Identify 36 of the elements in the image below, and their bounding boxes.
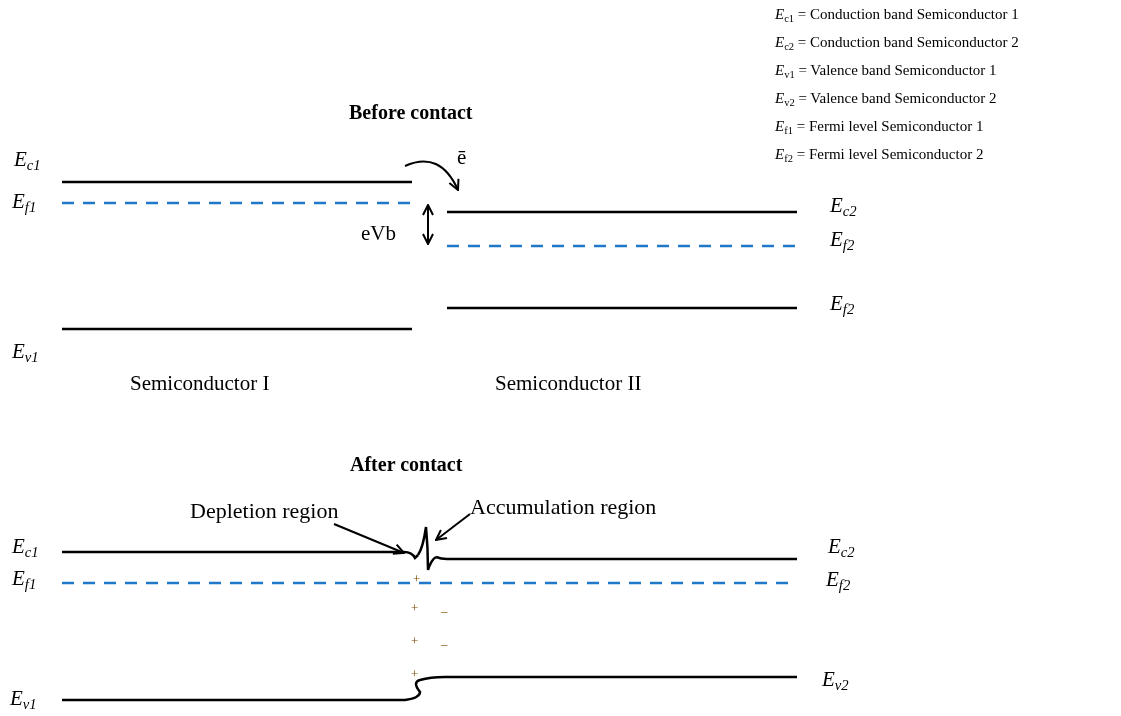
text-label: eVb — [361, 222, 396, 246]
energy-level-label: E$_{f1}$ — [12, 190, 37, 216]
key-text: E$_{c1}$ = Conduction band Semiconductor 1 — [775, 6, 1019, 25]
key-text: E$_{f1}$ = Fermi level Semiconductor 1 — [775, 118, 984, 137]
charge-sign: + — [411, 601, 419, 616]
region-label: Accumulation region — [470, 494, 657, 521]
energy-level-label: E$_{c2}$ — [828, 535, 855, 561]
text-label: Semiconductor I — [130, 372, 270, 396]
energy-level-label: E$_{f2}$ — [826, 568, 851, 594]
energy-level-label: E$_{c1}$ — [14, 148, 41, 174]
heading: Before contact — [349, 101, 473, 123]
energy-level-label: E$_{v1}$ — [10, 687, 37, 713]
heading: After contact — [350, 453, 463, 475]
band-bend — [418, 524, 436, 572]
energy-level-label: E$_{v1}$ — [12, 340, 39, 366]
band-bend — [404, 550, 418, 562]
leader-line — [435, 513, 471, 541]
energy-level-label: E$_{f1}$ — [12, 567, 37, 593]
energy-level-label: E$_{f2}$ — [830, 292, 855, 318]
region-label: Depletion region — [190, 498, 339, 525]
text-label: Semiconductor II — [495, 372, 642, 396]
charge-sign: – — [441, 604, 448, 619]
key-text: E$_{c2}$ = Conduction band Semiconductor 2 — [775, 34, 1019, 53]
text-label: ē — [457, 146, 467, 170]
leader-line — [333, 523, 405, 555]
energy-level-label: E$_{c1}$ — [12, 535, 39, 561]
key-text: E$_{f2}$ = Fermi level Semiconductor 2 — [775, 146, 984, 165]
energy-level-label: E$_{c2}$ — [830, 194, 857, 220]
energy-level-label: E$_{f2}$ — [830, 228, 855, 254]
charge-sign: + — [413, 572, 421, 587]
key-text: E$_{v2}$ = Valence band Semiconductor 2 — [775, 90, 997, 109]
energy-level-label: E$_{v2}$ — [822, 668, 849, 694]
key-text: E$_{v1}$ = Valence band Semiconductor 1 — [775, 62, 997, 81]
charge-sign: – — [441, 637, 448, 652]
charge-sign: + — [411, 634, 419, 649]
charge-sign: + — [411, 667, 419, 682]
